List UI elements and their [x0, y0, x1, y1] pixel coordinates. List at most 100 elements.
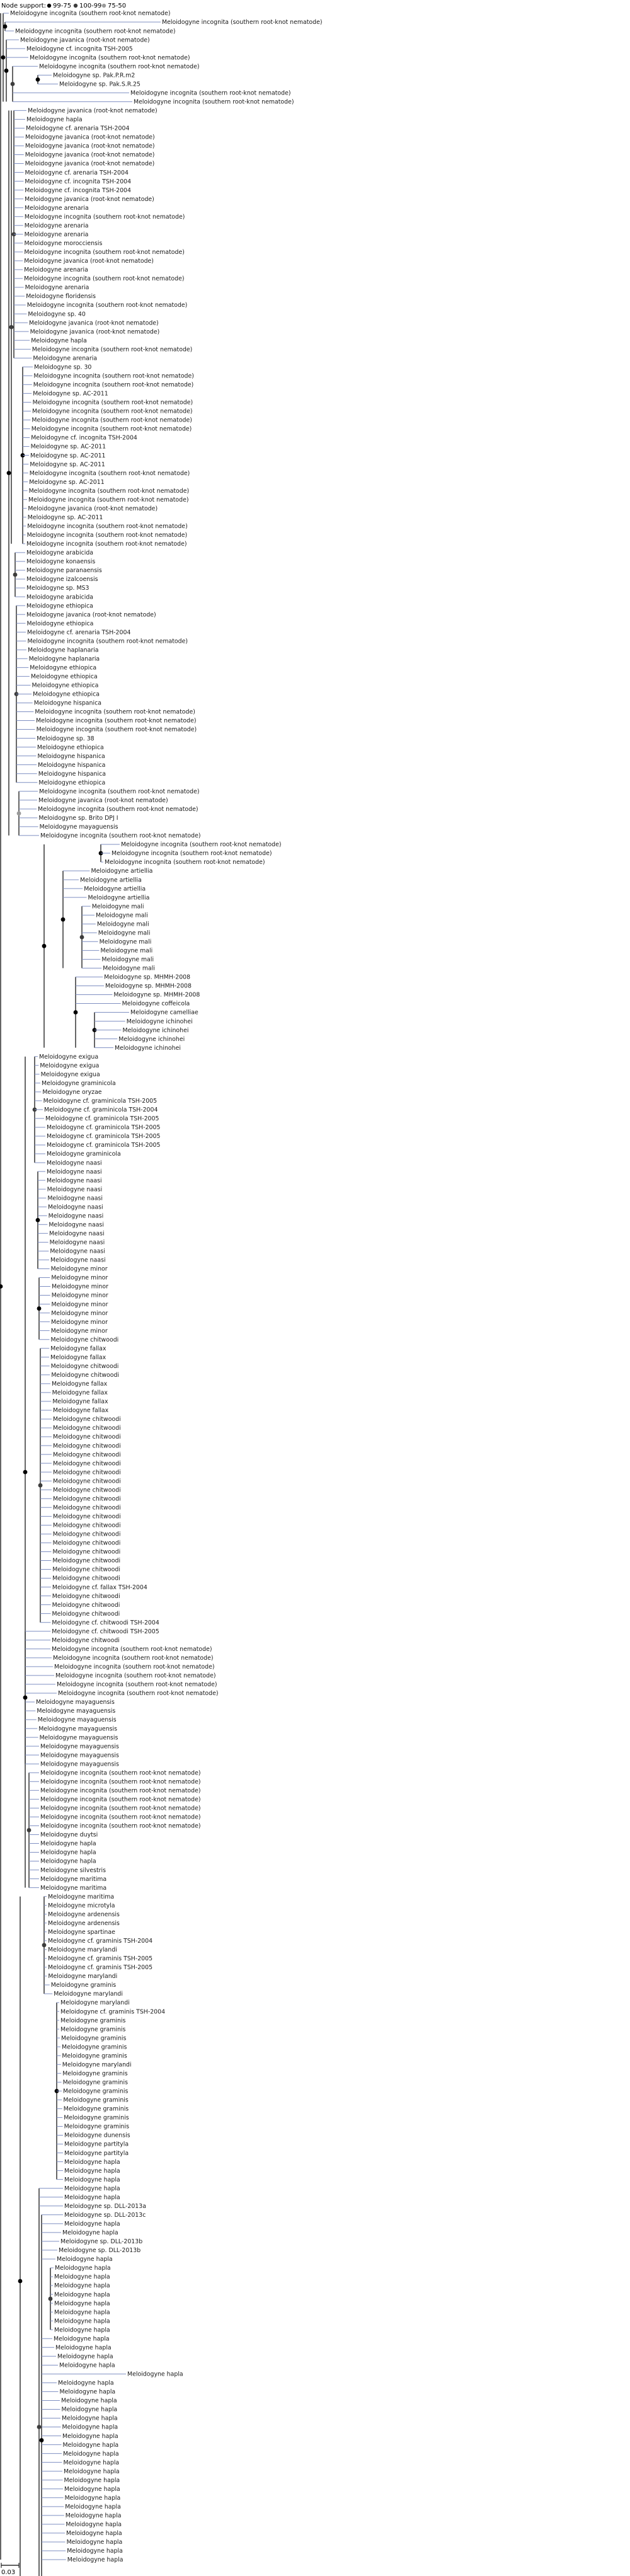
taxon-label: Meloidogyne graminis: [62, 2052, 127, 2059]
taxon-label: Meloidogyne sp. Brito DPJ I: [38, 815, 118, 822]
node-support-dot: [3, 24, 8, 29]
taxon-label: Meloidogyne chitwoodi: [53, 1416, 121, 1423]
taxon-label: Meloidogyne ichinohei: [115, 1045, 181, 1052]
taxon-label: Meloidogyne hapla: [54, 2300, 110, 2307]
taxon-label: Meloidogyne naasi: [50, 1248, 105, 1255]
taxon-label: Meloidogyne javanica (root-knot nematode…: [20, 37, 150, 43]
taxon-label: Meloidogyne fallax: [53, 1407, 109, 1414]
taxon-label: Meloidogyne hapla: [66, 2530, 122, 2537]
taxon-label: Meloidogyne mayaguensis: [36, 1699, 115, 1706]
taxon-label: Meloidogyne chitwoodi: [53, 1434, 121, 1440]
taxon-label: Meloidogyne sp. DLL-2013b: [59, 2247, 140, 2254]
taxon-label: Meloidogyne ethiopica: [33, 691, 100, 698]
taxon-label: Meloidogyne ethiopica: [27, 620, 94, 627]
taxon-label: Meloidogyne morocciensis: [25, 240, 103, 247]
taxon-label: Meloidogyne hapla: [67, 2548, 123, 2555]
taxon-label: Meloidogyne marylandi: [62, 2061, 132, 2068]
taxon-label: Meloidogyne sp. DLL-2013b: [60, 2238, 142, 2245]
taxon-label: Meloidogyne naasi: [47, 1177, 102, 1184]
taxon-label: Meloidogyne cf. arenaria TSH-2004: [25, 170, 129, 176]
taxon-label: Meloidogyne sp. MHMH-2008: [113, 992, 200, 999]
taxon-label: Meloidogyne sp. 38: [37, 735, 94, 742]
taxon-label: Meloidogyne incognita (southern root-kno…: [37, 727, 197, 733]
taxon-label: Meloidogyne hapla: [62, 2424, 118, 2431]
taxon-label: Meloidogyne hapla: [64, 2459, 120, 2466]
taxon-label: Meloidogyne cf. graminicola TSH-2005: [47, 1133, 160, 1140]
taxon-label: Meloidogyne incognita (southern root-kno…: [40, 1769, 201, 1776]
taxon-label: Meloidogyne incognita (southern root-kno…: [33, 382, 194, 389]
scale-bar-label: 0.03: [1, 2569, 15, 2576]
taxon-label: Meloidogyne exigua: [41, 1071, 100, 1078]
node-support-dot: [42, 943, 47, 948]
taxon-label: Meloidogyne incognita (southern root-kno…: [105, 859, 265, 866]
taxon-label: Meloidogyne hapla: [66, 2512, 122, 2519]
node-support-dot: [39, 2438, 44, 2442]
taxon-label: Meloidogyne ichinohei: [127, 1018, 193, 1025]
taxon-label: Meloidogyne maritima: [40, 1876, 106, 1883]
taxon-label: Meloidogyne incognita (southern root-kno…: [32, 408, 193, 415]
taxon-label: Meloidogyne mali: [101, 957, 154, 963]
taxon-label: Meloidogyne duytsi: [40, 1832, 98, 1839]
taxon-label: Meloidogyne hapla: [40, 1858, 96, 1865]
taxon-label: Meloidogyne naasi: [49, 1231, 105, 1238]
taxon-label: Meloidogyne naasi: [47, 1186, 103, 1193]
taxon-label: Meloidogyne incognita (southern root-kno…: [15, 28, 176, 35]
taxon-label: Meloidogyne incognita (southern root-kno…: [40, 1823, 201, 1830]
taxon-label: Meloidogyne javanica (root-knot nematode…: [26, 611, 156, 618]
taxon-label: Meloidogyne ichinohei: [123, 1027, 189, 1034]
taxon-label: Meloidogyne partityla: [64, 2150, 129, 2157]
taxon-label: Meloidogyne incognita (southern root-kno…: [40, 1778, 201, 1785]
taxon-label: Meloidogyne naasi: [47, 1195, 103, 1202]
node-support-dot: [60, 917, 66, 922]
taxon-label: Meloidogyne hapla: [64, 2468, 120, 2475]
taxon-label: Meloidogyne chitwoodi: [53, 1522, 121, 1529]
taxon-label: Meloidogyne incognita (southern root-kno…: [162, 19, 323, 26]
taxon-label: Meloidogyne javanica (root-knot nematode…: [25, 143, 155, 150]
taxon-label: Meloidogyne incognita (southern root-kno…: [33, 372, 194, 379]
node-support-dot: [23, 1695, 28, 1700]
node-support-dot: [37, 1306, 42, 1311]
taxon-label: Meloidogyne chitwoodi: [51, 1337, 119, 1343]
node-support-dot: [73, 1010, 78, 1015]
taxon-label: Meloidogyne cf. arenaria TSH-2004: [27, 629, 130, 636]
taxon-label: Meloidogyne fallax: [50, 1354, 106, 1361]
taxon-label: Meloidogyne chitwoodi: [52, 1602, 120, 1609]
taxon-label: Meloidogyne oryzae: [42, 1089, 101, 1096]
taxon-label: Meloidogyne arabicida: [26, 594, 93, 601]
taxon-label: Meloidogyne incognita (southern root-kno…: [32, 426, 192, 433]
taxon-label: Meloidogyne chitwoodi: [53, 1451, 121, 1458]
taxon-label: Meloidogyne graminis: [61, 2035, 127, 2042]
legend-prefix: Node support:: [1, 3, 46, 9]
taxon-label: Meloidogyne incognita (southern root-kno…: [27, 523, 188, 530]
taxon-label: Meloidogyne graminis: [62, 2070, 128, 2077]
taxon-label: Meloidogyne hapla: [54, 2309, 110, 2316]
taxon-label: Meloidogyne chitwoodi: [52, 1567, 120, 1573]
taxon-label: Meloidogyne incognita (southern root-kno…: [30, 470, 190, 477]
taxon-label: Meloidogyne incognita (southern root-kno…: [39, 788, 200, 795]
taxon-label: Meloidogyne marylandi: [48, 1973, 117, 1980]
taxon-label: Meloidogyne incognita (southern root-kno…: [24, 275, 185, 282]
taxon-label: Meloidogyne incognita (southern root-kno…: [52, 1646, 212, 1653]
taxon-label: Meloidogyne mayaguensis: [38, 1725, 117, 1732]
taxon-label: Meloidogyne arenaria: [25, 222, 89, 229]
taxon-label: Meloidogyne incognita (southern root-kno…: [112, 850, 272, 857]
taxon-label: Meloidogyne cf. fallax TSH-2004: [52, 1584, 147, 1591]
taxon-label: Meloidogyne hispanica: [38, 771, 106, 778]
taxon-label: Meloidogyne graminicola: [47, 1151, 121, 1158]
taxon-label: Meloidogyne incognita (southern root-kno…: [29, 488, 190, 495]
taxon-label: Meloidogyne arenaria: [24, 267, 88, 273]
taxon-label: Meloidogyne chitwoodi: [53, 1469, 121, 1476]
taxon-label: Meloidogyne incognita (southern root-kno…: [32, 417, 192, 424]
node-support-dot: [1, 55, 6, 60]
taxon-label: Meloidogyne mayaguensis: [40, 1761, 119, 1768]
taxon-label: Meloidogyne hapla: [60, 2389, 116, 2396]
taxon-label: Meloidogyne incognita (southern root-kno…: [28, 638, 188, 645]
taxon-label: Meloidogyne sp. Pak.S.R.25: [59, 81, 140, 88]
taxon-label: Meloidogyne dunensis: [64, 2132, 130, 2139]
taxon-label: Meloidogyne minor: [51, 1328, 108, 1335]
taxon-label: Meloidogyne cf. incognita TSH-2004: [31, 435, 137, 442]
taxon-label: Meloidogyne hapla: [57, 2256, 113, 2263]
taxon-label: Meloidogyne incognita (southern root-kno…: [130, 89, 291, 96]
taxon-label: Meloidogyne izalcoensis: [26, 576, 98, 583]
taxon-label: Meloidogyne ardenensis: [48, 1920, 120, 1927]
